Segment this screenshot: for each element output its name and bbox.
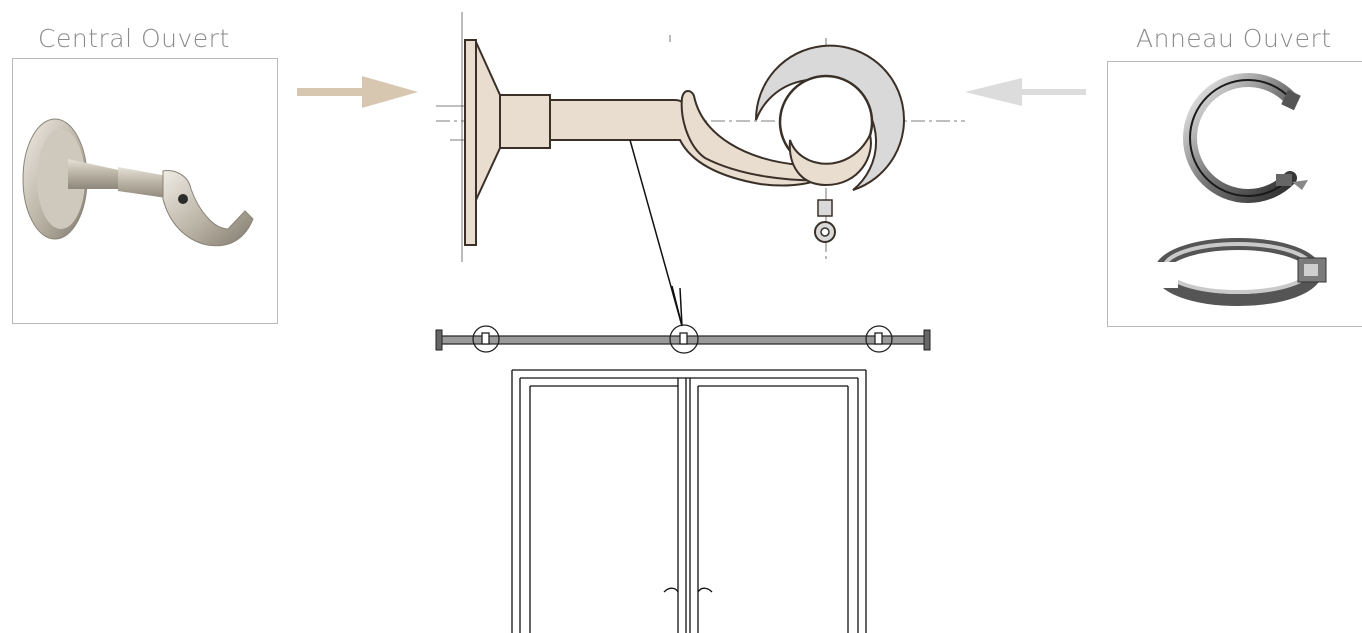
curtain-rod — [435, 324, 931, 354]
central-ouvert-label: Central Ouvert — [38, 24, 230, 53]
arrow-right-icon — [297, 76, 418, 108]
curtain-bracket-icon — [22, 118, 254, 247]
anneau-ouvert-label: Anneau Ouvert — [1136, 24, 1332, 53]
door-frame — [511, 369, 867, 633]
bracket-drawing — [464, 39, 834, 246]
central-ouvert-photo-box — [12, 58, 278, 324]
arrow-left-icon — [965, 78, 1086, 106]
leader-arrow — [629, 139, 683, 327]
open-ring-icon — [1148, 73, 1327, 306]
ring-drawing — [754, 44, 905, 243]
anneau-ouvert-photo-box — [1107, 61, 1362, 327]
